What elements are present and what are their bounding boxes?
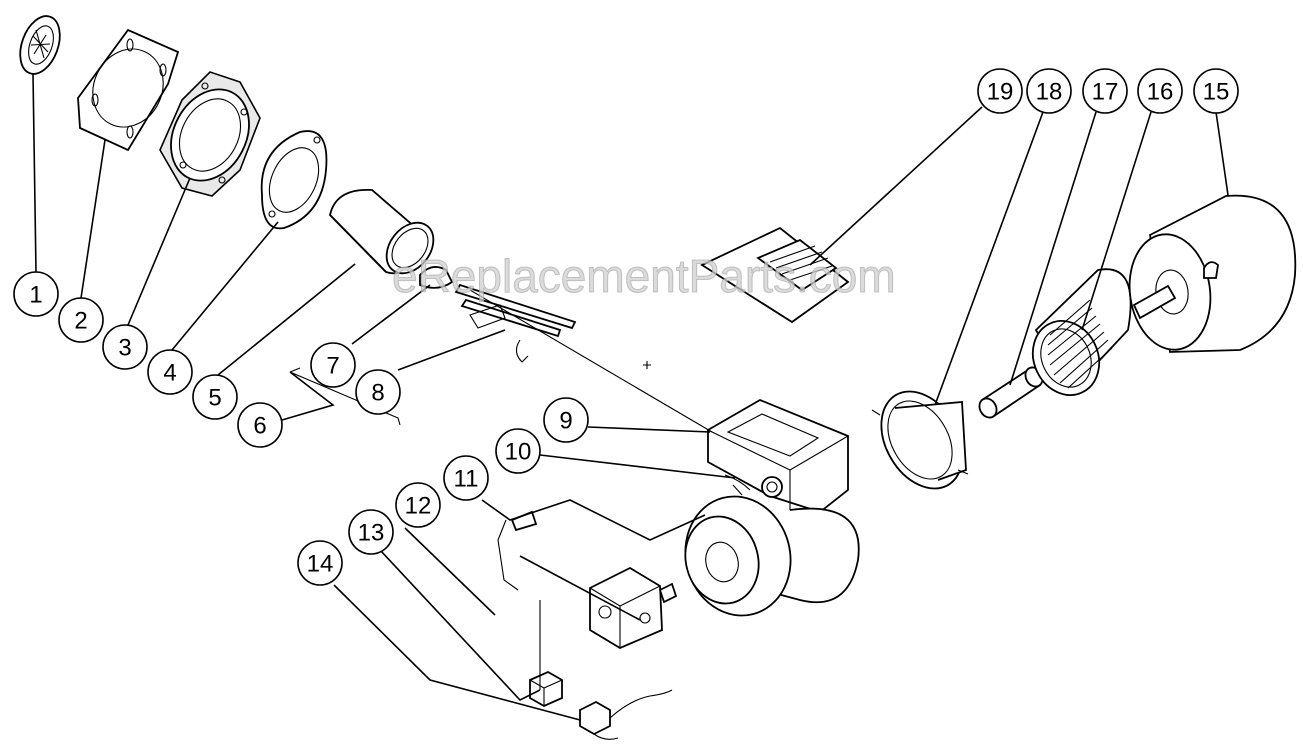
- part-17-drawing: [978, 366, 1044, 419]
- svg-text:4: 4: [163, 360, 176, 387]
- part-1-drawing: [19, 15, 61, 75]
- svg-text:15: 15: [1203, 79, 1230, 106]
- callout-5: 5: [192, 374, 238, 420]
- center-mark: [643, 361, 651, 369]
- part-2-drawing: [77, 28, 180, 152]
- part-6-drawing: [289, 367, 401, 426]
- part-7-8-drawing: [419, 266, 577, 363]
- svg-text:17: 17: [1092, 79, 1119, 106]
- svg-text:19: 19: [987, 79, 1014, 106]
- callout-15: 15: [1193, 68, 1239, 114]
- svg-text:3: 3: [118, 335, 131, 362]
- part-14-drawing: [579, 689, 673, 740]
- svg-text:10: 10: [505, 439, 532, 466]
- part-15-drawing: [1128, 194, 1297, 353]
- svg-text:7: 7: [326, 353, 339, 380]
- callout-11: 11: [443, 455, 489, 501]
- svg-text:11: 11: [454, 466, 479, 493]
- svg-text:9: 9: [559, 408, 572, 435]
- callout-19: 19: [977, 68, 1023, 114]
- callout-4: 4: [147, 349, 193, 395]
- callout-3: 3: [102, 324, 148, 370]
- part-9-drawing: [707, 398, 860, 604]
- part-4-drawing: [260, 130, 328, 230]
- svg-text:14: 14: [307, 551, 334, 578]
- callout-6: 6: [237, 402, 283, 448]
- callout-8: 8: [355, 369, 401, 415]
- part-13-drawing: [529, 670, 563, 708]
- callout-10: 10: [495, 428, 541, 474]
- part-11-drawing: [497, 510, 538, 591]
- callout-17: 17: [1082, 68, 1128, 114]
- svg-text:2: 2: [74, 308, 87, 335]
- svg-text:5: 5: [208, 385, 221, 412]
- callout-13: 13: [348, 509, 394, 555]
- svg-text:8: 8: [371, 380, 384, 407]
- callout-1: 1: [13, 271, 59, 317]
- watermark-text: eReplacementParts.com: [392, 250, 896, 302]
- part-3-drawing: [159, 71, 261, 197]
- leader-lines: [32, 73, 1229, 721]
- callout-12: 12: [395, 482, 441, 528]
- callout-14: 14: [297, 540, 343, 586]
- part-10-drawing: [684, 474, 792, 617]
- svg-text:6: 6: [253, 413, 266, 440]
- svg-text:1: 1: [29, 282, 42, 309]
- part-18-drawing: [871, 390, 969, 490]
- part-16-drawing: [1031, 268, 1132, 396]
- callout-7: 7: [310, 342, 356, 388]
- callout-2: 2: [58, 297, 104, 343]
- callout-18: 18: [1026, 68, 1072, 114]
- callout-9: 9: [543, 397, 589, 443]
- svg-text:18: 18: [1036, 79, 1063, 106]
- part-5-drawing: [329, 189, 435, 275]
- svg-text:12: 12: [405, 493, 432, 520]
- svg-text:16: 16: [1147, 79, 1174, 106]
- svg-text:13: 13: [358, 520, 385, 547]
- part-12-drawing: [589, 566, 678, 650]
- callout-16: 16: [1137, 68, 1183, 114]
- part-19-drawing: [700, 226, 850, 324]
